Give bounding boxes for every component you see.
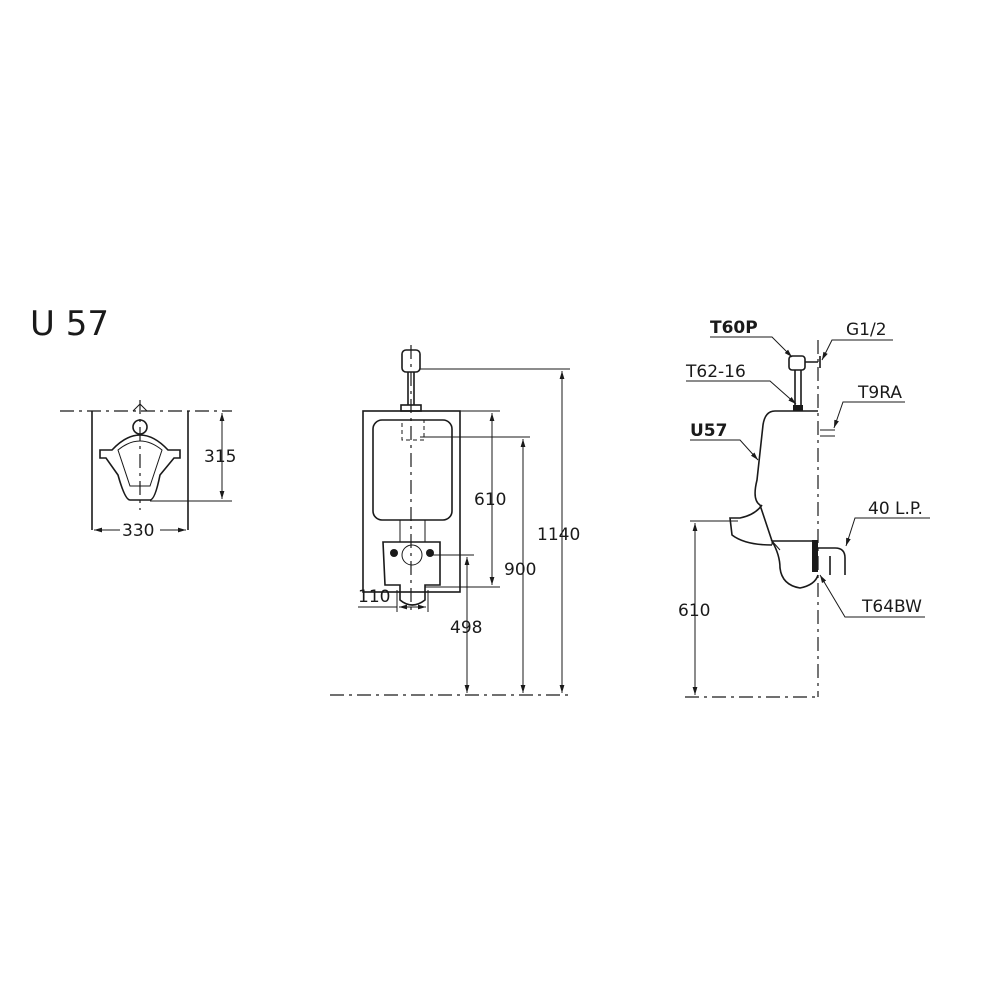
top-view: 315 330 — [60, 400, 236, 541]
side-view: 610 T60P G1/2 T62-16 T9RA U57 40 L.P. T6… — [678, 318, 930, 698]
spud-height-dimension: 900 — [504, 560, 536, 580]
inlet-label: G1/2 — [846, 320, 887, 340]
width-dimension: 330 — [122, 521, 154, 541]
overall-height-dimension: 1140 — [537, 525, 580, 545]
urinal-model-label: U57 — [690, 421, 727, 441]
trap-label: T64BW — [861, 597, 922, 617]
spud-label: T9RA — [857, 383, 902, 403]
model-title: U 57 — [30, 304, 109, 344]
outlet-offset-dimension: 110 — [358, 587, 390, 607]
flush-pipe-label: T62-16 — [685, 362, 746, 382]
rim-height-dimension: 610 — [678, 601, 710, 621]
flush-valve-label: T60P — [710, 318, 758, 338]
front-view: 1140 900 610 498 110 — [330, 345, 580, 696]
outlet-label: 40 L.P. — [868, 499, 923, 519]
body-height-dimension: 610 — [474, 490, 506, 510]
outlet-height-dimension: 498 — [450, 618, 482, 638]
depth-dimension: 315 — [204, 447, 236, 467]
